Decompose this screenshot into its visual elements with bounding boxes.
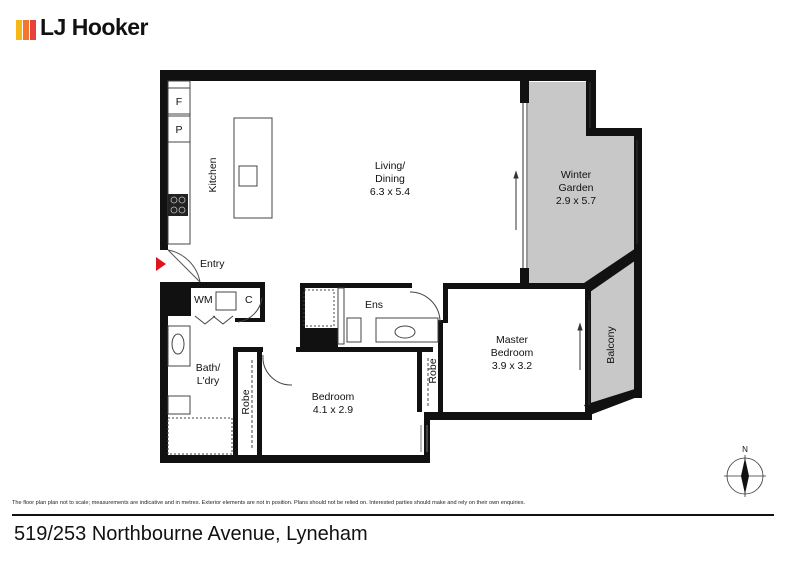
winter-garden-label: Winter <box>561 169 592 181</box>
bedroom-label: Bedroom <box>312 391 355 403</box>
winter-garden-label-2: Garden <box>558 182 593 194</box>
windows <box>420 425 428 452</box>
bath-label-2: L'dry <box>197 375 220 387</box>
pantry-label: P <box>175 124 182 136</box>
master-bedroom-label: Master <box>496 334 529 346</box>
cupboard-label: C <box>245 294 253 306</box>
fridge-label: F <box>176 96 182 108</box>
winter-garden-size: 2.9 x 5.7 <box>556 195 596 207</box>
robe-rails <box>251 358 429 450</box>
living-label: Living/ <box>375 160 405 172</box>
entry-door-swing <box>167 249 201 283</box>
compass-icon: N <box>724 445 766 497</box>
winter-garden-area <box>528 82 638 283</box>
cooktop-icon <box>168 194 188 216</box>
compass-north-label: N <box>742 445 748 454</box>
property-address: 519/253 Northbourne Avenue, Lyneham <box>14 523 368 545</box>
wm-label: WM <box>194 294 213 306</box>
living-label-2: Dining <box>375 173 405 185</box>
bath-fittings <box>167 291 293 455</box>
sliding-doors <box>513 82 638 405</box>
robe-label-master: Robe <box>427 358 439 383</box>
walls <box>160 70 642 463</box>
kitchen-label: Kitchen <box>207 157 219 192</box>
brand-name: LJ Hooker <box>40 14 148 40</box>
kitchen-fittings <box>167 80 273 245</box>
footer-divider <box>12 514 774 516</box>
balcony-area <box>590 258 638 412</box>
entry-arrow-icon <box>156 257 166 271</box>
bath-label: Bath/ <box>196 362 221 374</box>
master-bedroom-label-2: Bedroom <box>491 347 534 359</box>
entry-label: Entry <box>200 258 225 270</box>
living-size: 6.3 x 5.4 <box>370 186 410 198</box>
robe-label-bedroom: Robe <box>240 389 252 414</box>
disclaimer-text: The floor plan plan not to scale; measur… <box>12 500 526 506</box>
balcony-label: Balcony <box>605 326 617 364</box>
ensuite-label: Ens <box>365 299 383 311</box>
ensuite-fittings <box>303 287 441 345</box>
bedroom-size: 4.1 x 2.9 <box>313 404 353 416</box>
lj-hooker-logo-mark <box>16 20 36 40</box>
master-bedroom-size: 3.9 x 3.2 <box>492 360 532 372</box>
